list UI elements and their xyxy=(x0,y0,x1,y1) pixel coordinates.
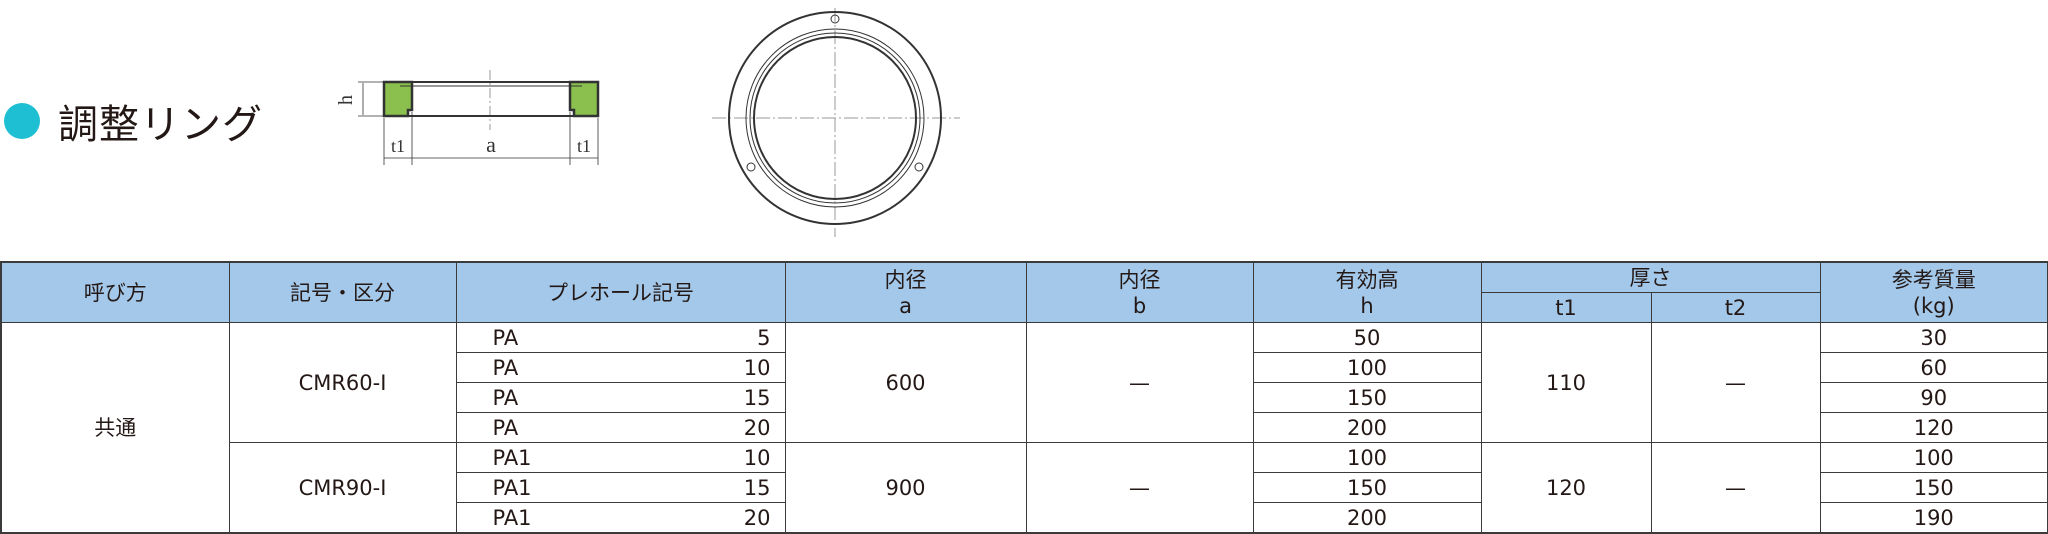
section-title: 調整リング xyxy=(4,92,263,150)
plan-view-diagram xyxy=(712,8,960,237)
cell-plate: PA1 15 xyxy=(455,472,786,503)
cell-mass: 150 xyxy=(1819,472,2048,503)
ring-drawings: h t1 a t1 xyxy=(335,8,960,237)
plate-number: 10 xyxy=(743,445,771,470)
cell-h: 150 xyxy=(1252,382,1482,413)
cell-t2: — xyxy=(1650,442,1821,534)
header-b-bottom: b xyxy=(1132,293,1147,318)
header-name: 呼び方 xyxy=(0,261,230,323)
header-t2: t2 xyxy=(1650,292,1821,323)
label-a: a xyxy=(486,132,496,157)
cell-h: 200 xyxy=(1252,502,1482,534)
header-mass-top: 参考質量 xyxy=(1891,267,1976,292)
header-a-bottom: a xyxy=(899,293,912,318)
cell-mass: 30 xyxy=(1819,322,2048,353)
cell-code: CMR60-Ⅰ xyxy=(228,322,457,443)
cell-h: 50 xyxy=(1252,322,1482,353)
cell-h: 100 xyxy=(1252,442,1482,473)
cell-t2: — xyxy=(1650,322,1821,443)
header-plate: プレホール記号 xyxy=(455,261,786,323)
plate-number: 20 xyxy=(743,505,771,530)
cell-mass: 190 xyxy=(1819,502,2048,534)
header-mass: 参考質量(kg) xyxy=(1819,261,2048,323)
header-mass-bottom: (kg) xyxy=(1912,293,1955,318)
cell-t1: 120 xyxy=(1480,442,1652,534)
plate-code: PA1 xyxy=(492,445,532,470)
plate-number: 5 xyxy=(757,325,771,350)
cell-mass: 90 xyxy=(1819,382,2048,413)
plate-number: 15 xyxy=(743,385,771,410)
plate-code: PA1 xyxy=(492,475,532,500)
cell-t1: 110 xyxy=(1480,322,1652,443)
label-h: h xyxy=(335,95,357,105)
plate-number: 15 xyxy=(743,475,771,500)
cell-plate: PA1 10 xyxy=(455,442,786,473)
header-a-top: 内径 xyxy=(884,267,927,292)
table-row: PA1 15 150 150 xyxy=(1,472,2048,503)
cell-name: 共通 xyxy=(0,322,230,534)
plate-code: PA xyxy=(492,385,519,410)
cell-code: CMR90-Ⅰ xyxy=(228,442,457,534)
cell-h: 200 xyxy=(1252,412,1482,443)
cell-mass: 120 xyxy=(1819,412,2048,443)
cell-a: 600 xyxy=(784,322,1027,443)
header-h-bottom: h xyxy=(1360,293,1374,318)
cell-mass: 60 xyxy=(1819,352,2048,383)
cell-plate: PA 20 xyxy=(455,412,786,443)
cell-plate: PA 15 xyxy=(455,382,786,413)
header-t1: t1 xyxy=(1480,292,1652,323)
cell-plate: PA1 20 xyxy=(455,502,786,534)
label-t1-right: t1 xyxy=(577,136,591,156)
header-h-top: 有効高 xyxy=(1335,267,1399,292)
cell-b: — xyxy=(1025,322,1254,443)
cell-h: 150 xyxy=(1252,472,1482,503)
plate-number: 10 xyxy=(743,355,771,380)
plate-number: 20 xyxy=(743,415,771,440)
plate-code: PA xyxy=(492,415,519,440)
plate-code: PA xyxy=(492,325,519,350)
bullet-icon xyxy=(4,103,40,139)
cell-a: 900 xyxy=(784,442,1027,534)
cross-section-diagram: h t1 a t1 xyxy=(335,70,600,165)
cell-plate: PA 10 xyxy=(455,352,786,383)
table-row: PA 15 150 90 xyxy=(1,382,2048,413)
header-thickness: 厚さ xyxy=(1480,261,1821,293)
header-b-top: 内径 xyxy=(1118,267,1161,292)
plate-code: PA1 xyxy=(492,505,532,530)
header-code: 記号・区分 xyxy=(228,261,457,323)
cell-mass: 100 xyxy=(1819,442,2048,473)
cell-plate: PA 5 xyxy=(455,322,786,353)
plate-code: PA xyxy=(492,355,519,380)
table-row: PA 20 200 120 xyxy=(1,412,2048,443)
cell-b: — xyxy=(1025,442,1254,534)
cell-h: 100 xyxy=(1252,352,1482,383)
section-title-text: 調整リング xyxy=(58,102,263,148)
label-t1-left: t1 xyxy=(391,136,405,156)
